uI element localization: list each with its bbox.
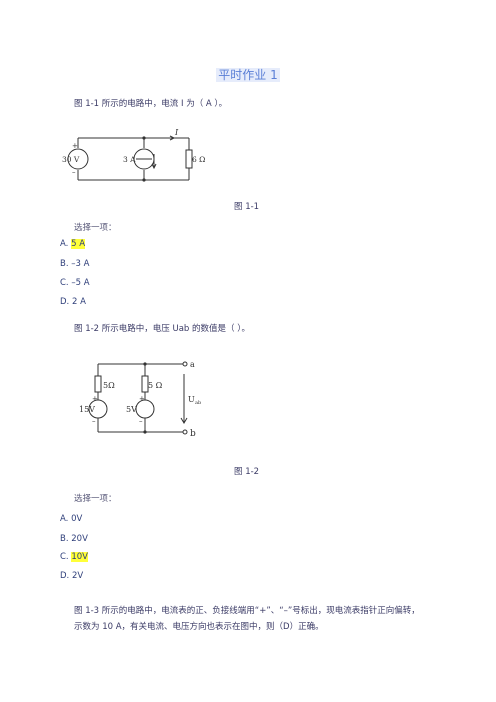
resistor-label-5ohm-left: 5Ω: [103, 381, 115, 390]
figure-caption-1-1: 图 1-1: [234, 202, 260, 212]
terminal-label-a: a: [190, 360, 195, 369]
option-b-1[interactable]: B. –3 A: [60, 259, 90, 269]
plus-sign: +: [72, 142, 78, 150]
current-label-i: I: [174, 128, 179, 137]
question-2-text: 图 1-2 所示电路中，电压 Uab 的数值是（ ）。: [74, 324, 250, 334]
page-title: 平时作业 1: [216, 68, 280, 82]
option-a-1[interactable]: A. 5 A: [60, 239, 86, 249]
terminal-label-b: b: [190, 429, 196, 439]
option-d-1[interactable]: D. 2 A: [60, 297, 86, 307]
plus-sign-5v: +: [139, 395, 145, 403]
voltage-label-30v: 30 V: [62, 155, 80, 164]
option-d-2[interactable]: D. 2V: [60, 571, 84, 581]
choose-prompt-2: 选择一项：: [74, 494, 117, 504]
option-a-2[interactable]: A. 0V: [60, 514, 83, 524]
figure-caption-1-2: 图 1-2: [234, 467, 260, 477]
source-label-5v: 5V: [126, 405, 137, 414]
minus-sign-5v: –: [139, 417, 143, 425]
voltage-label-ab: ab: [195, 400, 201, 406]
minus-sign-15v: –: [92, 417, 96, 425]
plus-sign-15v: +: [92, 395, 98, 403]
circuit-figure-1-2: 5Ω 5 Ω 15V 5V + – + – a b U ab: [79, 360, 201, 439]
question-1-text: 图 1-1 所示的电路中，电流 I 为（ A ）。: [74, 99, 228, 109]
voltage-label-u: U: [188, 395, 195, 404]
circuit-figure-1-1: + – 30 V 3 A 6 Ω I: [62, 128, 205, 182]
minus-sign: –: [72, 168, 76, 176]
choose-prompt-1: 选择一项：: [74, 223, 117, 233]
resistor-label-5ohm-right: 5 Ω: [148, 381, 163, 390]
option-c-2[interactable]: C. 10V: [60, 552, 88, 562]
resistor-label-6ohm: 6 Ω: [192, 155, 205, 164]
option-b-2[interactable]: B. 20V: [60, 534, 88, 544]
current-source-label: 3 A: [123, 155, 136, 164]
question-3-text: 图 1-3 所示的电路中，电流表的正、负接线端用“+”、“–”号标出，现电流表指…: [74, 606, 420, 632]
option-c-1[interactable]: C. –5 A: [60, 278, 90, 288]
source-label-15v: 15V: [79, 405, 95, 414]
